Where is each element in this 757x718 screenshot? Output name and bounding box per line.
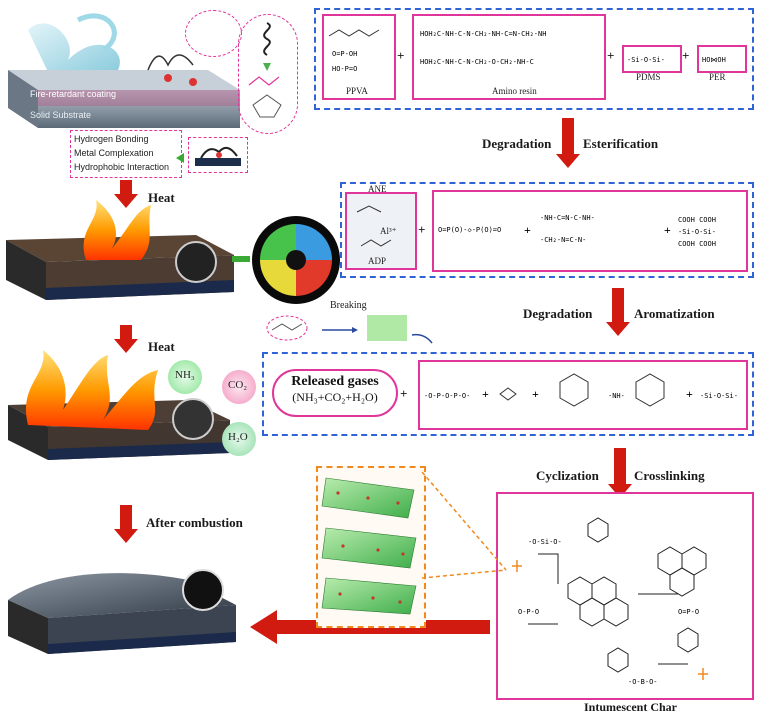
chemistry-wheel <box>252 216 340 304</box>
after-combustion-label: After combustion <box>146 515 243 530</box>
svg-text:O-P-O: O-P-O <box>518 608 539 616</box>
heat-label-1: Heat <box>148 190 175 205</box>
ane-label: ANE <box>368 184 387 194</box>
svg-text:O=P-O: O=P-O <box>678 608 699 616</box>
step1-esterification: Esterification <box>583 136 659 151</box>
released-gases-title: Released gases <box>291 374 379 389</box>
plus-4: + <box>418 222 426 237</box>
amino-resin-label: Amino resin <box>492 86 537 96</box>
gas-co2-label: CO₂ <box>228 379 248 391</box>
step3-cyclization: Cyclization <box>536 468 599 483</box>
svg-text:+: + <box>524 223 531 237</box>
reactants-box <box>314 8 754 110</box>
heat-arrow-2 <box>114 325 138 353</box>
interactions-box: Hydrogen Bonding Metal Complexation Hydr… <box>70 130 182 178</box>
interaction-hydrogen-bonding: Hydrogen Bonding <box>74 134 149 144</box>
svg-text:-Si-O-Si-: -Si-O-Si- <box>678 228 716 236</box>
step2-arrow <box>606 288 630 336</box>
interaction-zoom-box <box>188 137 248 173</box>
coating-label: Fire-retardant coating <box>30 89 117 99</box>
heat-label-2: Heat <box>148 339 175 354</box>
combustion-arrow <box>114 505 138 543</box>
double-arrow-green <box>232 256 250 262</box>
molecule-zoom-top <box>185 10 242 57</box>
step1-arrow <box>556 118 580 168</box>
gas-bubble-co2 <box>222 370 256 404</box>
svg-text:HO⋈OH: HO⋈OH <box>702 56 726 64</box>
ane-adp-box <box>345 192 417 270</box>
step3-arrow <box>608 448 632 498</box>
ppva-label: PPVA <box>346 86 368 96</box>
per-box: HO⋈OH <box>697 45 747 73</box>
pdms-label: PDMS <box>636 72 661 82</box>
svg-text:-Si-O-Si-: -Si-O-Si- <box>700 392 738 400</box>
coating-scene: Fire-retardant coating Solid Substrate <box>8 10 243 130</box>
burning-scene-1 <box>6 200 236 305</box>
svg-text:-NH-C=N-C-NH-: -NH-C=N-C-NH- <box>540 214 595 222</box>
svg-text:COOH COOH: COOH COOH <box>678 216 716 224</box>
green-arrow-left <box>176 153 184 163</box>
amino-resin-box: HOH₂C-NH-C-N-CH₂-NH-C=N-CH₂-NH HOH₂C-NH-… <box>412 14 606 100</box>
intumescent-char-label: Intumescent Char <box>584 700 677 714</box>
burning-scene-2 <box>8 345 288 465</box>
svg-text:-O-Si-O-: -O-Si-O- <box>528 538 562 546</box>
svg-text:+: + <box>686 387 693 401</box>
pdms-box: -Si-O-Si- <box>622 45 682 73</box>
svg-text:-O-B-O-: -O-B-O- <box>628 678 658 686</box>
intermediate-box <box>340 182 754 278</box>
char-scene <box>8 550 248 658</box>
svg-text:-O-P-O-P-O-: -O-P-O-P-O- <box>424 392 470 400</box>
svg-text:-CH₂-N=C-N-: -CH₂-N=C-N- <box>540 236 586 244</box>
step3-crosslinking: Crosslinking <box>634 468 705 483</box>
plus-3: + <box>682 48 690 63</box>
step1-degradation: Degradation <box>482 136 552 151</box>
svg-text:-Si-O-Si-: -Si-O-Si- <box>627 56 665 64</box>
step2-degradation: Degradation <box>523 306 593 321</box>
svg-text:+: + <box>532 387 539 401</box>
per-label: PER <box>709 72 726 82</box>
coating-illustration <box>8 13 240 128</box>
gas-h2o-label: H₂O <box>228 431 248 443</box>
gas-bubble-nh3 <box>168 360 202 394</box>
plus-5: + <box>400 386 408 401</box>
svg-text:HOH₂C-NH-C-N-CH₂-NH-C=N-CH₂-NH: HOH₂C-NH-C-N-CH₂-NH-C=N-CH₂-NH <box>420 30 546 38</box>
svg-text:+: + <box>664 223 671 237</box>
char-structure-box: -O-Si-O- O-P-O O=P-O -O-B-O- <box>496 492 754 700</box>
gases-box <box>262 352 754 436</box>
released-gases-formula: (NH₃+CO₂+H₂O) <box>292 390 378 404</box>
gas-bubble-h2o <box>222 422 256 456</box>
heat-arrow-1 <box>114 180 138 208</box>
svg-text:COOH COOH: COOH COOH <box>678 240 716 248</box>
plus-2: + <box>607 48 615 63</box>
svg-text:HO-P=O: HO-P=O <box>332 65 357 73</box>
zoom-connector-lines <box>421 471 507 579</box>
svg-text:-NH-: -NH- <box>608 392 625 400</box>
released-gases-oval: Released gases (NH₃+CO₂+H₂O) <box>272 369 398 417</box>
substrate-label: Solid Substrate <box>30 110 92 120</box>
svg-text:HOH₂C-NH-C-N-CH₂-O-CH₂-NH-C: HOH₂C-NH-C-N-CH₂-O-CH₂-NH-C <box>420 58 534 66</box>
adp-label: ADP <box>368 256 387 266</box>
svg-text:+: + <box>482 387 489 401</box>
svg-text:O=P(O)-◇-P(O)=O: O=P(O)-◇-P(O)=O <box>438 226 501 234</box>
aromatic-products-box: -O-P-O-P-O- + + -NH- + -Si-O-Si- <box>418 360 748 430</box>
ppva-box: O=P-OH HO-P=O <box>322 14 396 100</box>
step2-aromatization: Aromatization <box>634 306 715 321</box>
char-layers-zoom <box>316 466 426 628</box>
breaking-sketch <box>262 300 442 350</box>
gas-nh3-label: NH₃ <box>175 369 195 381</box>
molecule-chain-zoom <box>238 14 298 134</box>
breaking-label: Breaking <box>330 300 367 311</box>
svg-text:O=P-OH: O=P-OH <box>332 50 357 58</box>
al-label: Al³⁺ <box>380 226 397 236</box>
interaction-metal-complexation: Metal Complexation <box>74 148 154 158</box>
char-return-arrowhead <box>250 610 277 644</box>
intermediate-products-box: O=P(O)-◇-P(O)=O + -NH-C=N-C-NH- -CH₂-N=C… <box>432 190 748 272</box>
plus-1: + <box>397 48 405 63</box>
interaction-hydrophobic: Hydrophobic Interaction <box>74 162 170 172</box>
